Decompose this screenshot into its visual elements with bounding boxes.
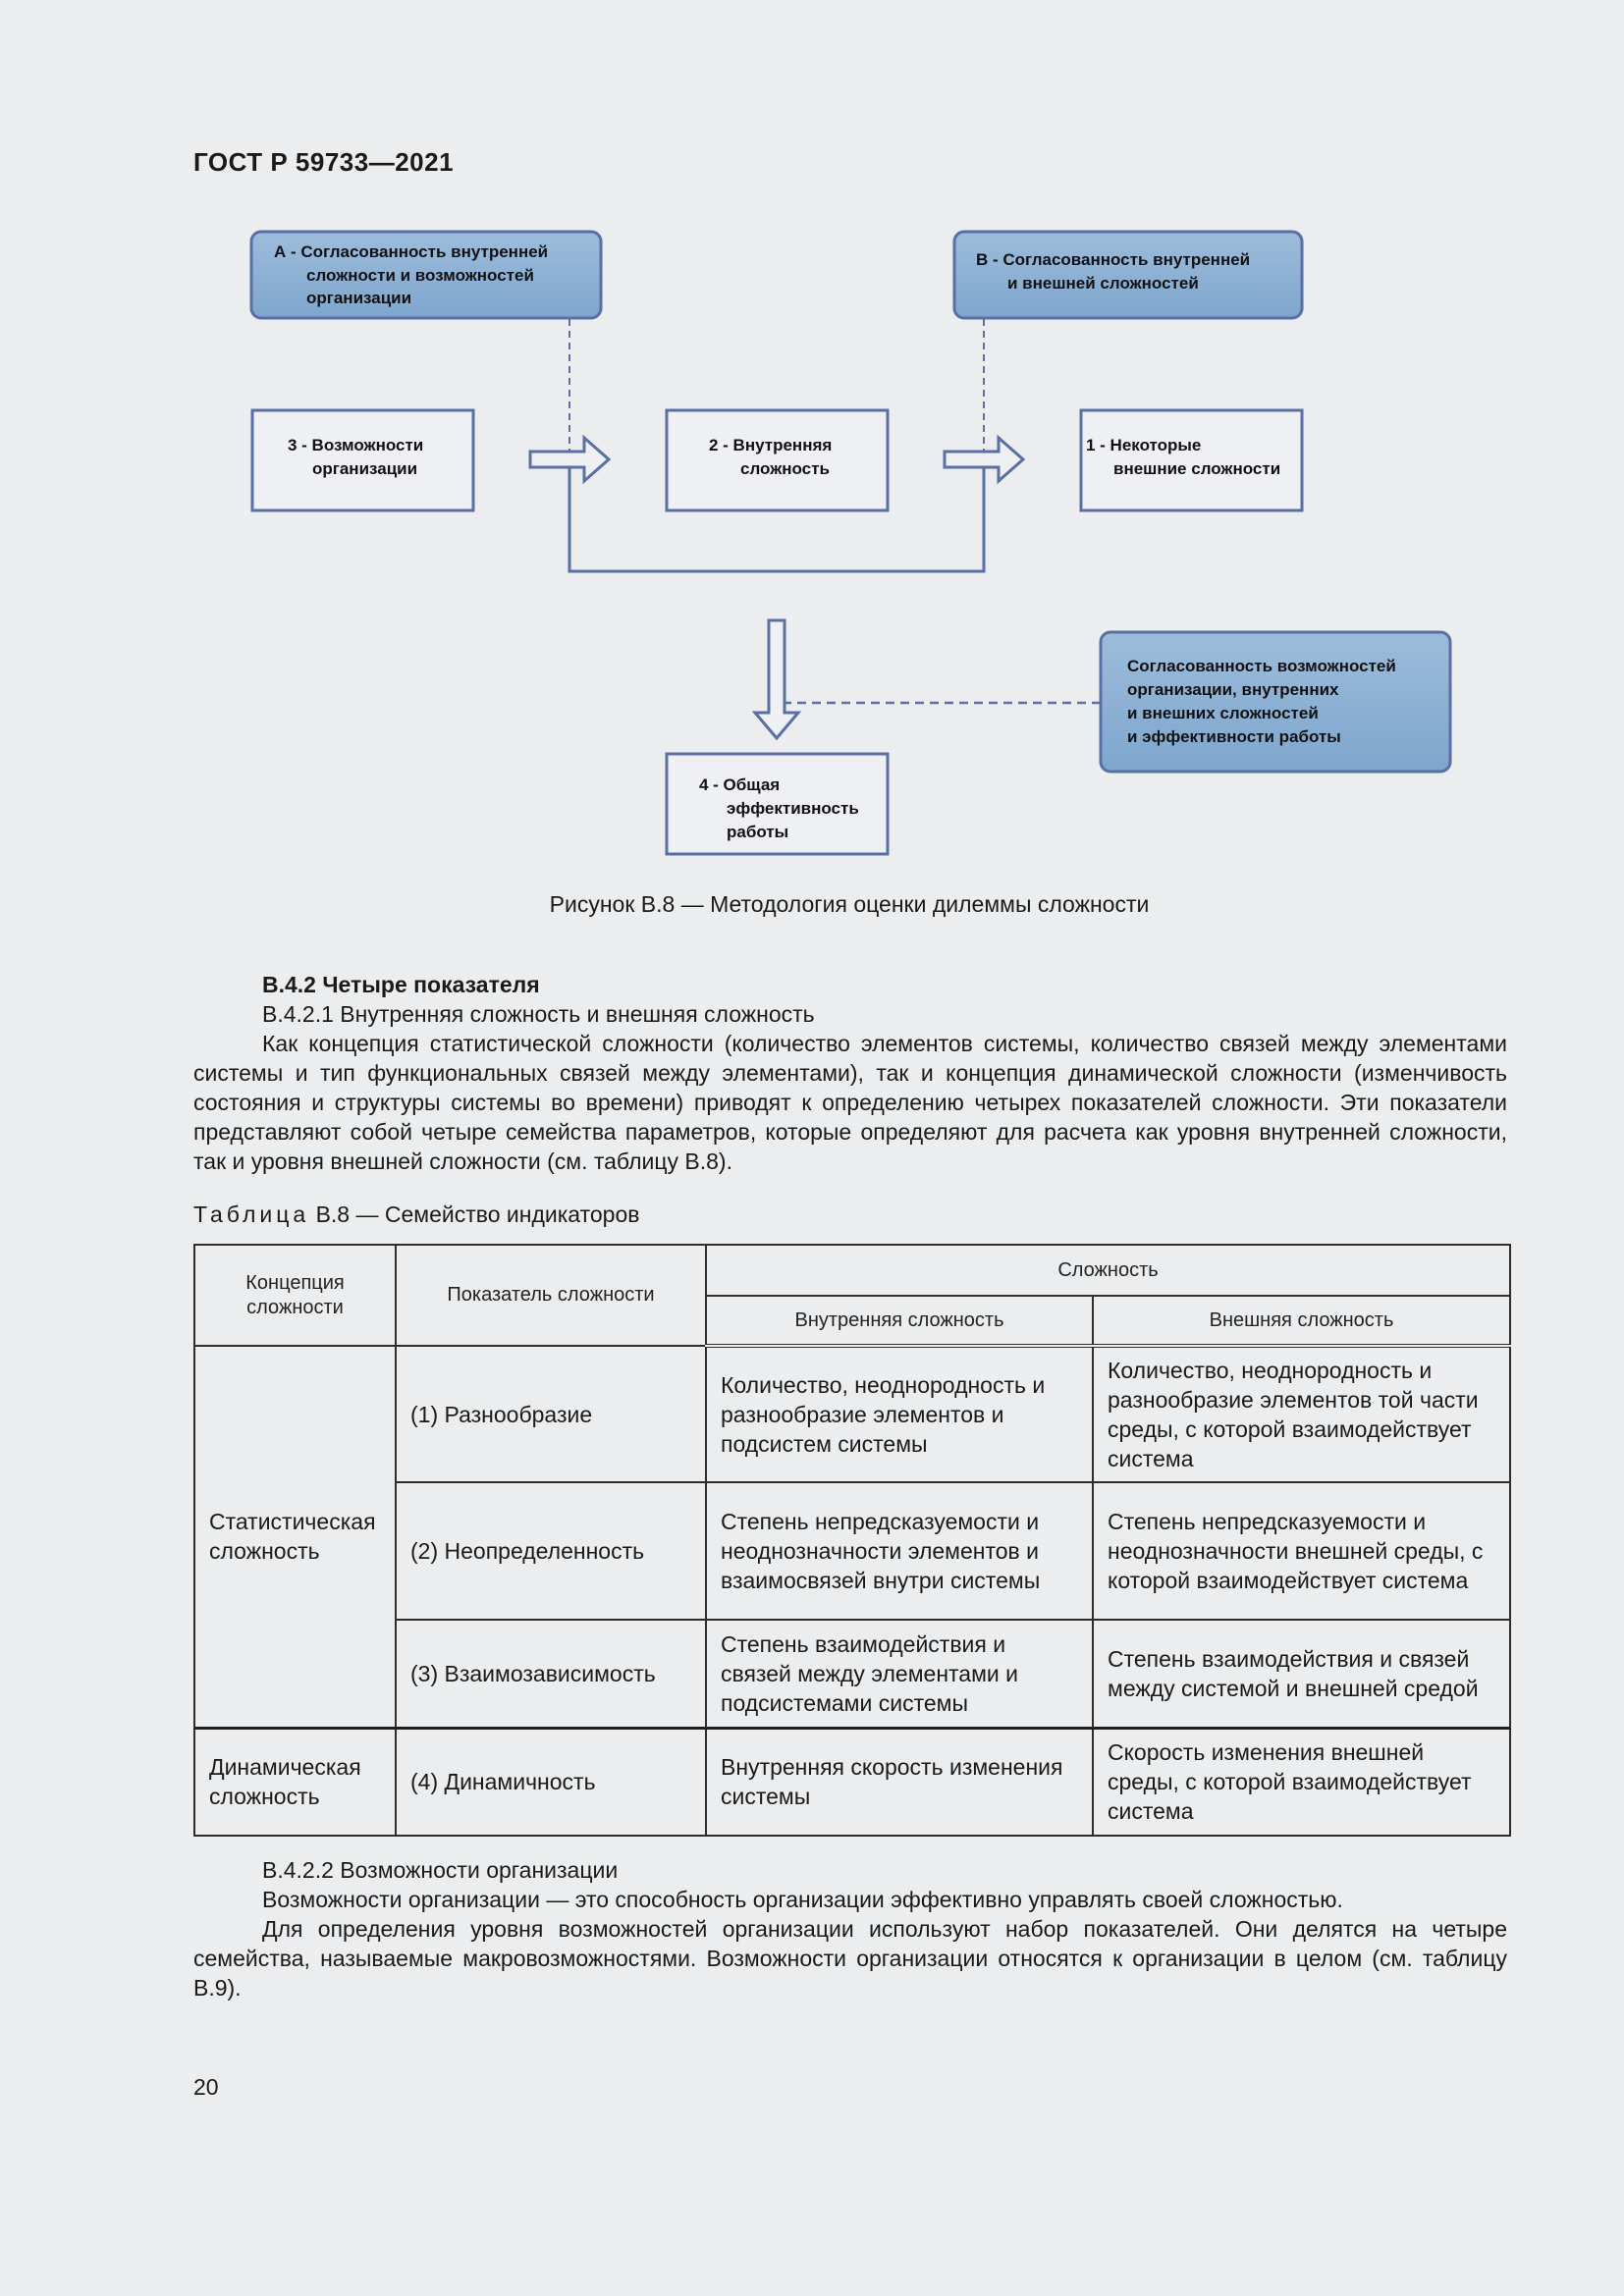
section-heading: В.4.2 Четыре показателя (262, 972, 540, 997)
table-caption: Таблица В.8 — Семейство индикаторов (193, 1201, 639, 1228)
row-1-indicator: (1) Разнообразие (395, 1345, 707, 1483)
subsection-2-heading: В.4.2.2 Возможности организации (262, 1857, 619, 1883)
row-3-internal: Степень взаимодействия и связей между эл… (705, 1619, 1094, 1730)
box-3-line2: организации (312, 459, 417, 478)
box-3-organization-capabilities: 3 - Возможности организации (250, 408, 475, 512)
arrow-right-icon (528, 434, 612, 485)
box-3-line1: 3 - Возможности (288, 436, 423, 454)
svg-text:А - Согласованность внутренней: А - Согласованность внутренней сложности… (274, 242, 553, 307)
indicators-table: Концепция сложности Показатель сложности… (193, 1244, 1511, 1837)
subsection-1-heading: В.4.2.1 Внутренняя сложность и внешняя с… (262, 1001, 815, 1027)
box-c-line3: и внешних сложностей (1127, 704, 1319, 722)
box-b-line1: В - Согласованность внутренней (976, 250, 1250, 269)
header-indicator: Показатель сложности (395, 1244, 707, 1347)
row-3-indicator: (3) Взаимозависимость (395, 1619, 707, 1730)
box-b-coherence-internal-external: В - Согласованность внутренней и внешней… (952, 230, 1304, 320)
concept-static: Статистическая сложность (193, 1345, 397, 1730)
box-c-line4: и эффективности работы (1127, 727, 1341, 746)
box-a-line2: сложности и возможностей (306, 266, 534, 285)
box-4-overall-performance: 4 - Общая эффективность работы (665, 752, 890, 856)
box-4-line3: работы (727, 823, 788, 841)
box-2-line2: сложность (740, 459, 830, 478)
box-c-line2: организации, внутренних (1127, 680, 1339, 699)
header-internal: Внутренняя сложность (705, 1295, 1094, 1348)
paragraph-1: Как концепция статистической сложности (… (193, 1031, 1507, 1174)
svg-text:3 - Возможности организа: 3 - Возможности организации (288, 436, 428, 478)
box-4-line2: эффективность (727, 799, 859, 818)
svg-text:В - Согласованность внутренней: В - Согласованность внутренней и внешней… (976, 250, 1255, 293)
arrow-right-icon (943, 434, 1026, 485)
paragraph-3: Для определения уровня возможностей орга… (193, 1916, 1507, 2001)
box-1-line1: 1 - Некоторые (1086, 436, 1201, 454)
box-1-external-complexities: 1 - Некоторые внешние сложности (1079, 408, 1304, 512)
svg-text:2 - Внутренняя сложность: 2 - Внутренняя сложность (709, 436, 837, 478)
box-4-line1: 4 - Общая (699, 775, 780, 794)
row-3-external: Степень взаимодействия и связей между си… (1092, 1619, 1511, 1730)
row-1-external: Количество, неоднородность и разнообрази… (1092, 1345, 1511, 1483)
document-header: ГОСТ Р 59733—2021 (193, 147, 455, 177)
svg-text:Согласованность возможностей: Согласованность возможностей организации… (1127, 657, 1401, 746)
figure-caption: Рисунок В.8 — Методология оценки дилеммы… (549, 891, 1150, 917)
box-1-line2: внешние сложности (1113, 459, 1280, 478)
box-b-line2: и внешней сложностей (1007, 274, 1199, 293)
row-2-indicator: (2) Неопределенность (395, 1481, 707, 1621)
box-a-line1: А - Согласованность внутренней (274, 242, 548, 261)
header-complexity: Сложность (705, 1244, 1511, 1297)
row-1-internal: Количество, неоднородность и разнообрази… (705, 1345, 1094, 1483)
table-caption-rest: В.8 — Семейство индикаторов (315, 1201, 640, 1227)
page-number: 20 (193, 2074, 219, 2100)
row-2-external: Степень непредсказуемости и неоднозначно… (1092, 1481, 1511, 1621)
box-a-line3: организации (306, 289, 411, 307)
row-4-indicator: (4) Динамичность (395, 1727, 707, 1837)
box-c-coherence-capabilities-performance: Согласованность возможностей организации… (1099, 630, 1452, 774)
header-external: Внешняя сложность (1092, 1295, 1511, 1348)
box-a-coherence-internal-capabilities: А - Согласованность внутренней сложности… (249, 230, 603, 320)
row-4-internal: Внутренняя скорость изменения системы (705, 1727, 1094, 1837)
paragraph-2: Возможности организации — это способност… (262, 1887, 1343, 1912)
row-2-internal: Степень непредсказуемости и неоднозначно… (705, 1481, 1094, 1621)
arrow-down-icon (751, 618, 802, 741)
box-2-internal-complexity: 2 - Внутренняя сложность (665, 408, 890, 512)
header-concept: Концепция сложности (193, 1244, 397, 1347)
complexity-dilemma-diagram: А - Согласованность внутренней сложности… (249, 230, 1452, 856)
box-2-line1: 2 - Внутренняя (709, 436, 832, 454)
bracket-line (568, 461, 986, 573)
concept-dynamic: Динамическая сложность (193, 1727, 397, 1837)
table-caption-prefix: Таблица (193, 1201, 310, 1227)
svg-text:1 - Некоторые внешние сл: 1 - Некоторые внешние сложности (1086, 436, 1280, 478)
row-4-external: Скорость изменения внешней среды, с кото… (1092, 1727, 1511, 1837)
svg-text:4 - Общая эффективность: 4 - Общая эффективность работы (699, 775, 864, 841)
box-c-line1: Согласованность возможностей (1127, 657, 1396, 675)
